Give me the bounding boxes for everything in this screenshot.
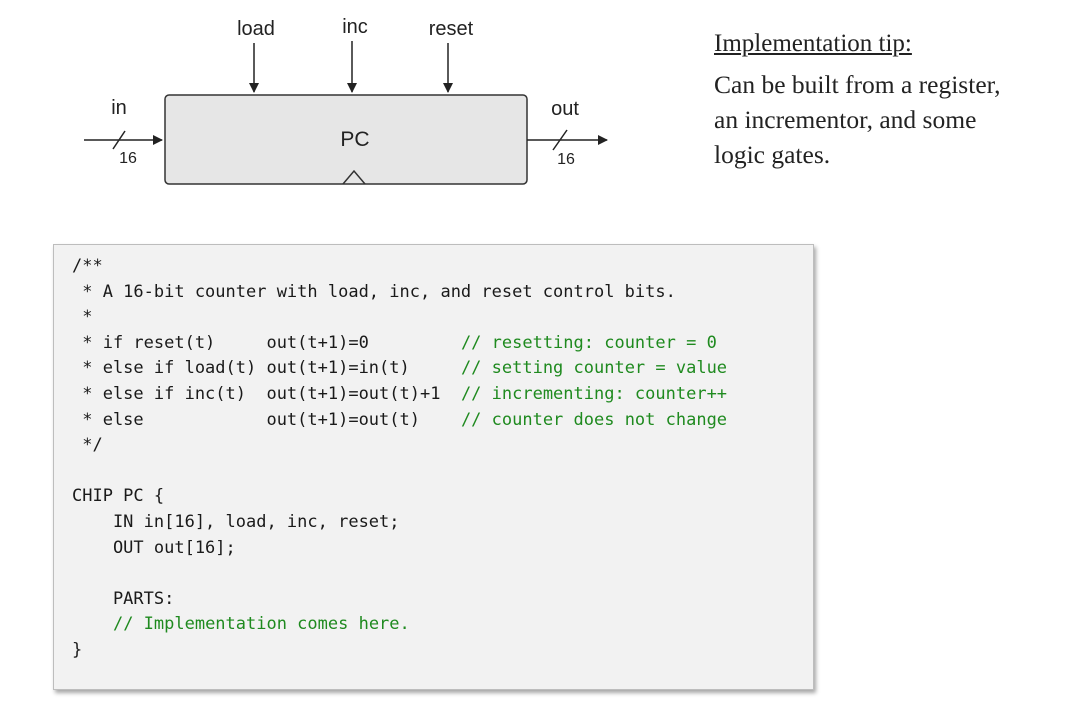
out-width-label: 16 — [557, 151, 575, 168]
out-bus-slash — [552, 129, 568, 151]
pc-chip-diagram: PC load inc reset in 16 out 16 — [84, 16, 608, 185]
in-label: in — [111, 97, 127, 119]
code-text: CHIP PC { — [72, 486, 165, 507]
code-text: IN in[16], load, inc, reset; — [72, 511, 400, 532]
code-text: * else out(t+1)=out(t) — [72, 409, 461, 430]
tip-line: an incrementor, and some — [714, 105, 977, 134]
inc-label: inc — [342, 16, 368, 38]
code-comment: // setting counter = value — [460, 358, 728, 379]
code-line: * else if inc(t) out(t+1)=out(t)+1 // in… — [72, 382, 727, 408]
reset-label: reset — [429, 18, 474, 40]
in-bus-slash — [112, 130, 126, 150]
code-line: * if reset(t) out(t+1)=0 // resetting: c… — [72, 331, 727, 357]
out-label: out — [551, 98, 579, 120]
code-line — [72, 459, 727, 485]
implementation-tip: Implementation tip: Can be built from a … — [714, 26, 1064, 172]
tip-line: logic gates. — [714, 140, 831, 169]
code-line: * else out(t+1)=out(t) // counter does n… — [72, 408, 727, 434]
code-line: // Implementation comes here. — [72, 612, 727, 638]
code-line: * A 16-bit counter with load, inc, and r… — [72, 280, 727, 306]
code-text: * A 16-bit counter with load, inc, and r… — [72, 281, 676, 302]
in-width-label: 16 — [119, 150, 137, 167]
tip-title: Implementation tip: — [714, 30, 912, 57]
tip-body: Can be built from a register, an increme… — [714, 67, 1064, 172]
code-line: CHIP PC { — [72, 484, 727, 510]
code-comment: // counter does not change — [460, 409, 728, 430]
clock-triangle — [342, 169, 366, 185]
code-text — [72, 614, 113, 634]
tip-line: Can be built from a register, — [714, 70, 1001, 99]
code-line: /** — [72, 254, 727, 280]
code-text: * if reset(t) out(t+1)=0 — [72, 332, 461, 353]
code-text: OUT out[16]; — [72, 537, 236, 558]
code-line — [72, 561, 727, 587]
code-line: OUT out[16]; — [72, 536, 727, 562]
code-text: * — [72, 307, 93, 328]
code-line: IN in[16], load, inc, reset; — [72, 510, 727, 536]
code-text: PARTS: — [72, 588, 175, 609]
code-line: PARTS: — [72, 587, 727, 613]
code-line: } — [72, 638, 727, 664]
hdl-code-box: /** * A 16-bit counter with load, inc, a… — [53, 244, 814, 690]
load-label: load — [237, 18, 275, 40]
code-line: * — [72, 305, 727, 331]
code-text: * else if load(t) out(t+1)=in(t) — [72, 358, 461, 379]
code-comment: // Implementation comes here. — [112, 614, 410, 635]
code-text: } — [72, 639, 83, 660]
code-comment: // resetting: counter = 0 — [460, 332, 717, 353]
code-text: * else if inc(t) out(t+1)=out(t)+1 — [72, 383, 461, 404]
code-line: * else if load(t) out(t+1)=in(t) // sett… — [72, 356, 727, 382]
chip-label: PC — [340, 128, 369, 151]
code-text: /** — [72, 256, 103, 276]
code-text: */ — [72, 435, 103, 456]
hdl-code: /** * A 16-bit counter with load, inc, a… — [72, 254, 727, 664]
code-comment: // incrementing: counter++ — [460, 383, 728, 404]
code-line: */ — [72, 433, 727, 459]
